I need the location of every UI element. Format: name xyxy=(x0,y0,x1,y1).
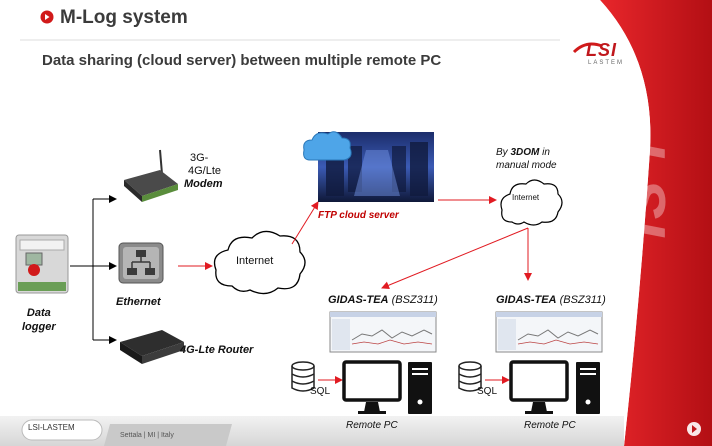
sql-database-left-icon xyxy=(291,361,315,392)
dom-note-bold: 3DOM xyxy=(510,147,540,158)
header-bullet-icon xyxy=(40,10,54,24)
ftp-server-label: FTP cloud server xyxy=(318,210,399,221)
pc-tower-left-icon xyxy=(408,362,432,414)
sql-left-label: SQL xyxy=(310,386,331,397)
logo-swoosh-icon xyxy=(572,42,603,54)
internet-right-label: Internet xyxy=(512,193,540,202)
data-logger-label-line2: logger xyxy=(22,321,56,333)
modem-label-line2: 4G/Lte xyxy=(188,165,222,177)
gidas-screenshot-right xyxy=(495,311,603,353)
dom-note-prefix: By xyxy=(496,147,511,158)
monitor-left-icon xyxy=(342,360,402,414)
modem-icon xyxy=(124,149,178,202)
internet-left-label: Internet xyxy=(236,255,274,267)
remote-pc-right-label: Remote PC xyxy=(524,420,576,431)
sql-right-label: SQL xyxy=(477,386,498,397)
ethernet-label: Ethernet xyxy=(116,296,161,308)
router-icon xyxy=(120,330,184,364)
gidas-screenshot-left xyxy=(329,311,437,353)
gidas-right-name: GIDAS-TEA xyxy=(496,294,557,306)
ftp-server-image xyxy=(303,131,434,202)
modem-label: 3G- 4G/Lte Modem xyxy=(184,152,223,191)
dom-note: By 3DOM in manual mode xyxy=(496,146,557,172)
data-logger-label: Data logger xyxy=(22,306,56,334)
data-logger-label-line1: Data xyxy=(26,307,51,319)
slide-subtitle: Data sharing (cloud server) between mult… xyxy=(42,52,442,69)
modem-label-line3: Modem xyxy=(184,178,223,190)
footer-location: Settala | MI | Italy xyxy=(120,432,174,439)
gidas-left-label: GIDAS-TEA (BSZ311) xyxy=(328,294,438,306)
monitor-right-icon xyxy=(509,360,569,414)
gidas-right-label: GIDAS-TEA (BSZ311) xyxy=(496,294,606,306)
ethernet-switch-icon xyxy=(118,242,164,284)
logo-subtext: LASTEM xyxy=(588,60,625,66)
company-logo: LSI LASTEM xyxy=(572,38,628,70)
router-label: 4G-Lte Router xyxy=(180,344,253,356)
router-label-text: 4G-Lte Router xyxy=(180,344,254,356)
dom-note-line2: manual mode xyxy=(496,160,557,171)
remote-pc-left-label: Remote PC xyxy=(346,420,398,431)
modem-label-line1: 3G- xyxy=(190,152,209,164)
internet-cloud-right-icon xyxy=(500,179,563,226)
next-slide-icon xyxy=(687,422,701,436)
page-title: M-Log system xyxy=(60,7,188,28)
gidas-left-name: GIDAS-TEA xyxy=(328,294,389,306)
footer-company-tag: LSI-LASTEM xyxy=(28,423,75,432)
data-logger-icon xyxy=(15,234,69,294)
dom-note-line1: By 3DOM in xyxy=(496,146,557,159)
gidas-right-code: (BSZ311) xyxy=(559,294,606,306)
pc-tower-right-icon xyxy=(576,362,600,414)
gidas-left-code: (BSZ311) xyxy=(391,294,438,306)
logo-text: LSI xyxy=(586,40,618,60)
sql-database-right-icon xyxy=(458,361,482,392)
dom-note-suffix: in xyxy=(539,147,550,158)
